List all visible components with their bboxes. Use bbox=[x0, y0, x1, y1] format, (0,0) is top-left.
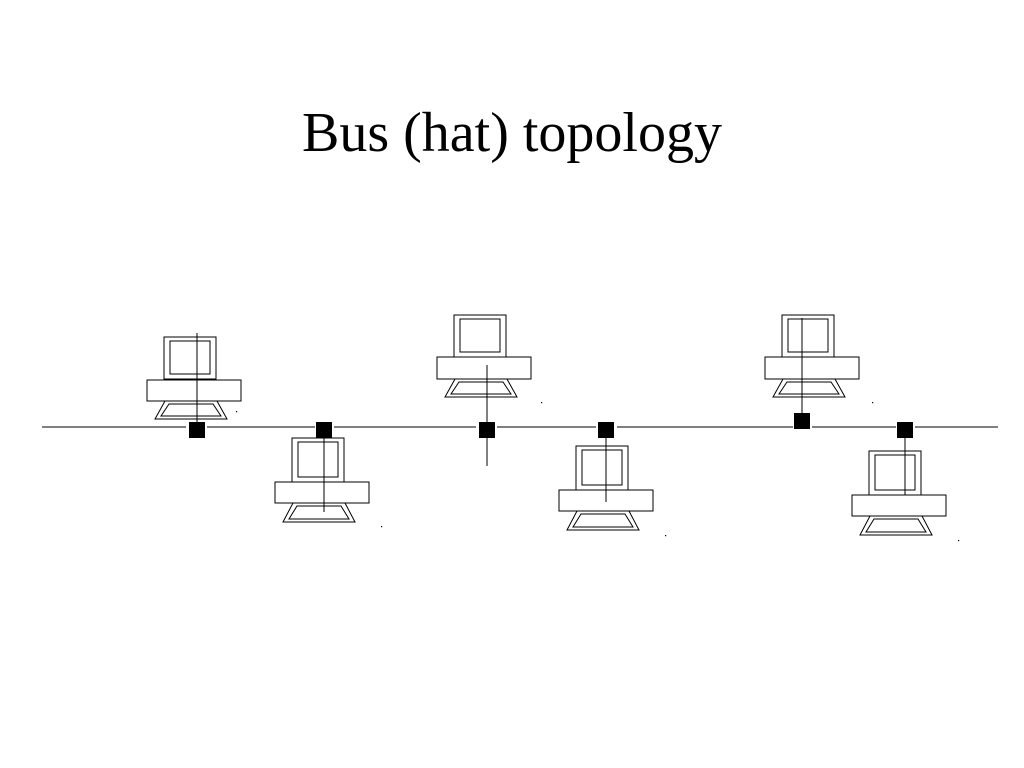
bus-connector-icon bbox=[598, 422, 614, 438]
bus-connector-icon bbox=[794, 413, 810, 429]
bus-connector-icon bbox=[316, 422, 332, 438]
computer-node bbox=[851, 422, 960, 542]
screen-icon bbox=[459, 318, 501, 353]
monitor-icon bbox=[781, 314, 835, 358]
monitor-icon bbox=[575, 445, 629, 491]
slide-title: Bus (hat) topology bbox=[302, 102, 722, 164]
dot-mark bbox=[958, 540, 960, 542]
screen-icon bbox=[787, 318, 829, 353]
screen-icon bbox=[581, 449, 623, 486]
screen-icon bbox=[169, 340, 211, 375]
monitor-icon bbox=[163, 336, 217, 380]
keyboard-icon bbox=[444, 378, 518, 398]
system-unit-icon bbox=[764, 356, 860, 380]
computer-node bbox=[436, 314, 543, 466]
monitor-icon bbox=[291, 437, 345, 483]
keyboard-inner-icon bbox=[778, 381, 840, 395]
bus-connector-icon bbox=[897, 422, 913, 438]
monitor-icon bbox=[453, 314, 507, 358]
dot-mark bbox=[872, 402, 874, 404]
system-unit-icon bbox=[146, 379, 242, 402]
computer-node bbox=[146, 333, 242, 438]
screen-icon bbox=[874, 454, 916, 491]
bus-connector-icon bbox=[479, 422, 495, 438]
keyboard-icon bbox=[772, 378, 846, 398]
computer-node bbox=[764, 314, 874, 429]
keyboard-icon bbox=[282, 502, 356, 523]
keyboard-inner-icon bbox=[288, 505, 350, 520]
keyboard-inner-icon bbox=[450, 381, 512, 395]
system-unit-icon bbox=[274, 481, 370, 504]
dot-mark bbox=[541, 402, 543, 404]
keyboard-inner-icon bbox=[865, 518, 927, 533]
computer-node bbox=[558, 422, 667, 537]
keyboard-icon bbox=[566, 510, 640, 531]
monitor-icon bbox=[868, 450, 922, 496]
keyboard-inner-icon bbox=[572, 513, 634, 528]
dot-mark bbox=[665, 535, 667, 537]
screen-icon bbox=[297, 441, 339, 478]
keyboard-icon bbox=[154, 400, 228, 420]
keyboard-icon bbox=[859, 515, 933, 536]
system-unit-icon bbox=[851, 494, 947, 517]
computer-node bbox=[274, 422, 383, 528]
dot-mark bbox=[381, 526, 383, 528]
keyboard-inner-icon bbox=[160, 403, 222, 417]
dot-mark bbox=[236, 411, 238, 413]
system-unit-icon bbox=[436, 356, 532, 380]
bus-connector-icon bbox=[189, 422, 205, 438]
